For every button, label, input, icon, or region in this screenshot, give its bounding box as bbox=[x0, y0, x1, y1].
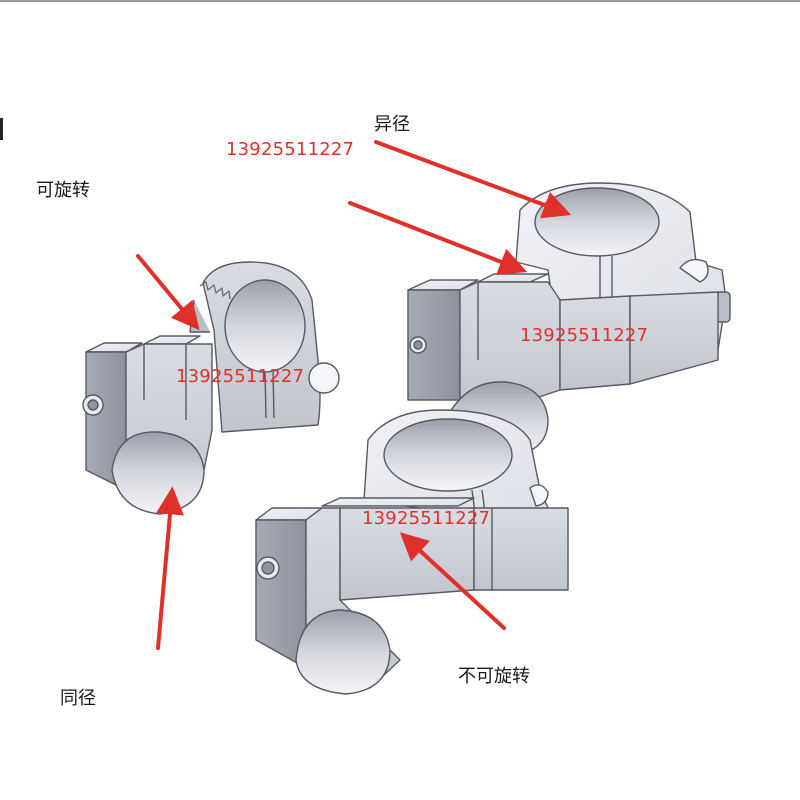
phone-number-top: 13925511227 bbox=[226, 139, 355, 160]
label-different-diameter: 异径 bbox=[374, 114, 410, 135]
label-rotatable: 可旋转 bbox=[36, 180, 90, 201]
arrow-different-diameter-lower bbox=[348, 201, 528, 275]
arrow-rotatable bbox=[136, 254, 200, 331]
phone-number-bottom-clamp: 13925511227 bbox=[362, 508, 491, 529]
left-edge-mark bbox=[0, 118, 3, 140]
top-border bbox=[0, 0, 800, 2]
arrow-non-rotatable bbox=[399, 532, 506, 630]
label-same-diameter: 同径 bbox=[60, 688, 96, 709]
phone-number-right-clamp: 13925511227 bbox=[520, 325, 649, 346]
label-non-rotatable: 不可旋转 bbox=[458, 666, 530, 687]
arrow-different-diameter-top bbox=[374, 140, 572, 219]
pipe-clamp-rotatable-icon bbox=[82, 261, 340, 515]
phone-number-left-clamp: 13925511227 bbox=[176, 366, 305, 387]
arrow-same-diameter bbox=[156, 486, 184, 650]
annotation-arrows bbox=[136, 140, 572, 650]
pipe-clamp-same-diameter-icon bbox=[255, 409, 569, 695]
